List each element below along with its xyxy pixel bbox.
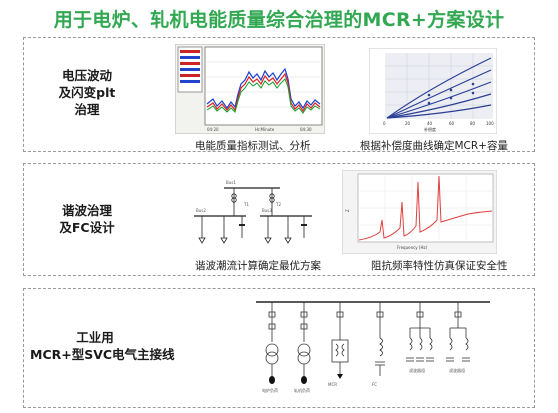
svg-text:T2: T2 xyxy=(275,202,281,207)
panel-label-line: 及闪变plt xyxy=(58,85,116,100)
svg-text:轧机负荷: 轧机负荷 xyxy=(294,387,310,393)
page-title: 用于电炉、轧机电能质量综合治理的MCR+方案设计 xyxy=(53,9,505,31)
figure-caption: 谐波潮流计算确定最优方案 xyxy=(195,260,321,272)
panel-label-line: 及FC设计 xyxy=(59,220,115,235)
voltage-test-figure: 04:20 Hr.Minute 04:30 xyxy=(175,44,325,134)
panel-label: 工业用 MCR+型SVC电气主接线 xyxy=(30,329,175,363)
svg-text:80: 80 xyxy=(470,121,476,126)
svg-text:FC: FC xyxy=(372,382,377,387)
panel-main-wiring: 工业用 MCR+型SVC电气主接线 xyxy=(23,288,535,408)
svg-text:T1: T1 xyxy=(243,202,249,207)
panel-label-line: 工业用 xyxy=(76,330,114,345)
compensation-curve-figure: 0 20 40 60 80 100 补偿度 xyxy=(369,48,497,134)
svg-text:电炉负荷: 电炉负荷 xyxy=(262,387,278,393)
svg-text:Bus1: Bus1 xyxy=(226,180,236,185)
svg-text:补偿度: 补偿度 xyxy=(424,126,436,132)
main-wiring-diagram: 电炉负荷 轧机负荷 MCR FC 滤波器组 滤波器组 xyxy=(256,301,490,393)
svg-text:Z: Z xyxy=(345,209,350,212)
svg-text:Frequency (Hz): Frequency (Hz) xyxy=(397,245,428,250)
figure-caption: 根据补偿度曲线确定MCR+容量 xyxy=(360,140,508,152)
svg-text:60: 60 xyxy=(449,121,455,126)
svg-text:Hr.Minute: Hr.Minute xyxy=(255,127,275,132)
panel-label-line: 电压波动 xyxy=(61,68,112,83)
svg-text:Bus3: Bus3 xyxy=(262,208,272,213)
panel-label: 电压波动 及闪变plt 治理 xyxy=(32,67,142,118)
svg-text:0: 0 xyxy=(383,121,386,126)
panel-label-line: 谐波治理 xyxy=(61,203,112,218)
svg-text:04:20: 04:20 xyxy=(207,127,219,132)
panel-label-line: 治理 xyxy=(74,102,100,117)
panel-label-line: MCR+型SVC电气主接线 xyxy=(30,347,175,362)
svg-text:MCR: MCR xyxy=(328,382,337,387)
figure-caption: 阻抗频率特性仿真保证安全性 xyxy=(371,260,508,272)
svg-text:40: 40 xyxy=(427,121,433,126)
figure-caption: 电能质量指标测试、分析 xyxy=(195,140,311,152)
svg-text:20: 20 xyxy=(405,121,411,126)
svg-text:滤波器组: 滤波器组 xyxy=(449,367,465,373)
panel-label: 谐波治理 及FC设计 xyxy=(32,202,142,236)
svg-text:滤波器组: 滤波器组 xyxy=(409,367,425,373)
panel-voltage-fluctuation: 电压波动 及闪变plt 治理 04:20 Hr.Minute 04:30 电能质量指… xyxy=(23,37,535,152)
impedance-frequency-figure: Z Frequency (Hz) xyxy=(342,170,497,254)
svg-text:Bus2: Bus2 xyxy=(196,208,206,213)
svg-text:04:30: 04:30 xyxy=(300,127,312,132)
svg-text:100: 100 xyxy=(486,121,494,126)
